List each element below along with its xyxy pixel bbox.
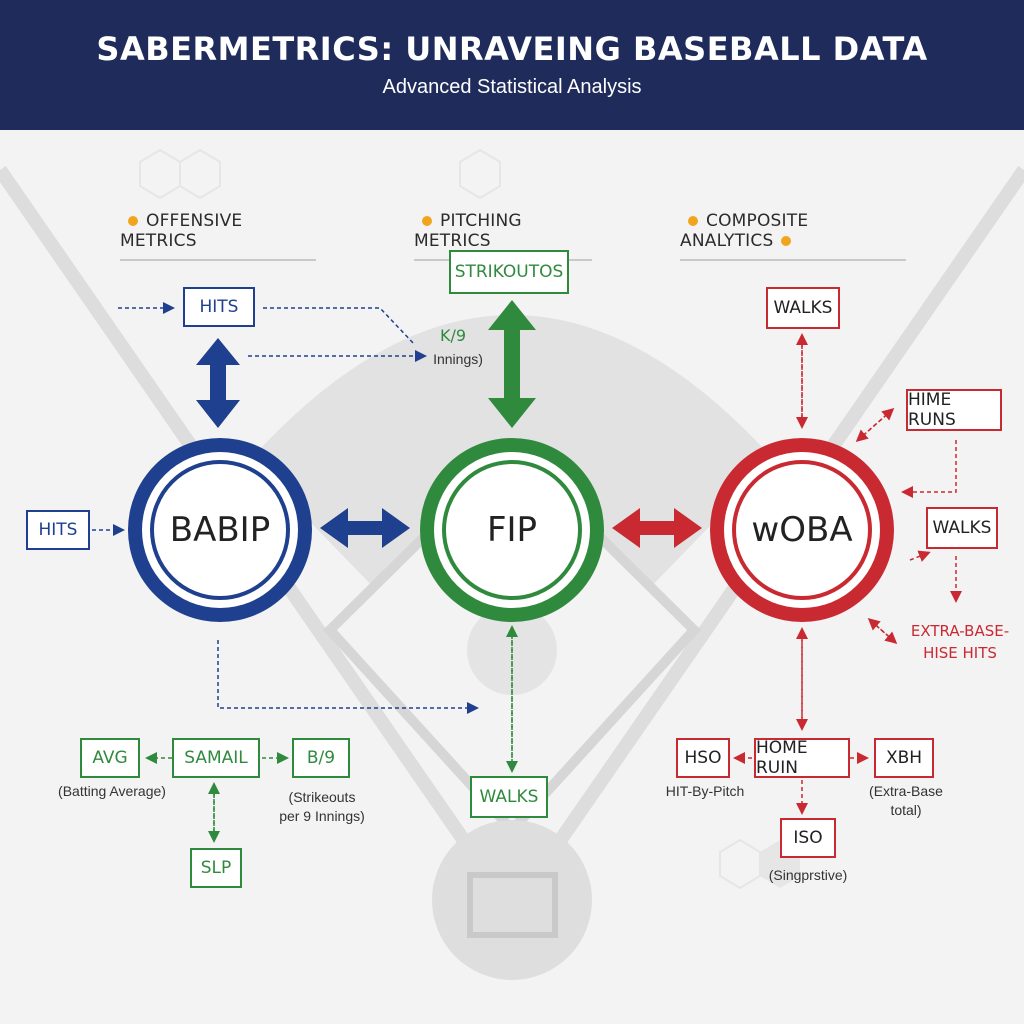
avg-box: AVG	[80, 738, 140, 778]
samail-box: SAMAIL	[172, 738, 260, 778]
hso-box: HSO	[676, 738, 730, 778]
iso-note: (Singprstive)	[768, 867, 848, 883]
b9-box: B/9	[292, 738, 350, 778]
xbh-note: (Extra-Base total)	[869, 783, 943, 818]
fip-circle: FIP	[420, 438, 604, 622]
hso-note: HIT-By-Pitch	[665, 783, 745, 799]
section-heading-offensive: OFFENSIVE METRICS	[120, 211, 316, 261]
bullet-dot-icon	[128, 216, 138, 226]
section-heading-composite: COMPOSITE ANALYTICS	[680, 211, 906, 261]
home-runs-box: HIME RUNS	[906, 389, 1002, 431]
walks-top-box: WALKS	[766, 287, 840, 329]
home-run-box: HOME RUIN	[754, 738, 850, 778]
k9-note: Innings)	[433, 351, 483, 367]
bullet-dot-icon	[422, 216, 432, 226]
page-title: SABERMETRICS: UNRAVEING BASEBALL DATA	[96, 30, 928, 68]
section-heading-pitching: PITCHING METRICS	[414, 211, 592, 261]
fip-label: FIP	[486, 510, 538, 550]
header-banner: SABERMETRICS: UNRAVEING BASEBALL DATA Ad…	[0, 0, 1024, 130]
extra-base-hits-label: EXTRA-BASE- HISE HITS	[910, 622, 1010, 662]
iso-box: ISO	[780, 818, 836, 858]
double-arrow-hits-babip	[196, 338, 240, 428]
bullet-dot-icon	[688, 216, 698, 226]
double-arrow-fip-woba	[612, 508, 702, 548]
walks-pitching-box: WALKS	[470, 776, 548, 818]
babip-label: BABIP	[169, 510, 271, 550]
babip-circle: BABIP	[128, 438, 312, 622]
strikeouts-box: STRIKOUTOS	[449, 250, 569, 294]
bullet-dot-icon	[781, 236, 792, 246]
slp-box: SLP	[190, 848, 242, 888]
woba-circle: wOBA	[710, 438, 894, 622]
double-arrow-babip-fip	[320, 508, 410, 548]
avg-note: (Batting Average)	[58, 783, 166, 799]
k9-label: K/9	[439, 326, 467, 345]
hits-top-box: HITS	[183, 287, 255, 327]
hits-left-box: HITS	[26, 510, 90, 550]
xbh-box: XBH	[874, 738, 934, 778]
walks-right-box: WALKS	[926, 507, 998, 549]
double-arrow-strikeouts-fip	[488, 300, 536, 428]
b9-note: (Strikeouts per 9 Innings)	[279, 789, 365, 824]
page-subtitle: Advanced Statistical Analysis	[382, 76, 642, 98]
woba-label: wOBA	[751, 510, 853, 550]
